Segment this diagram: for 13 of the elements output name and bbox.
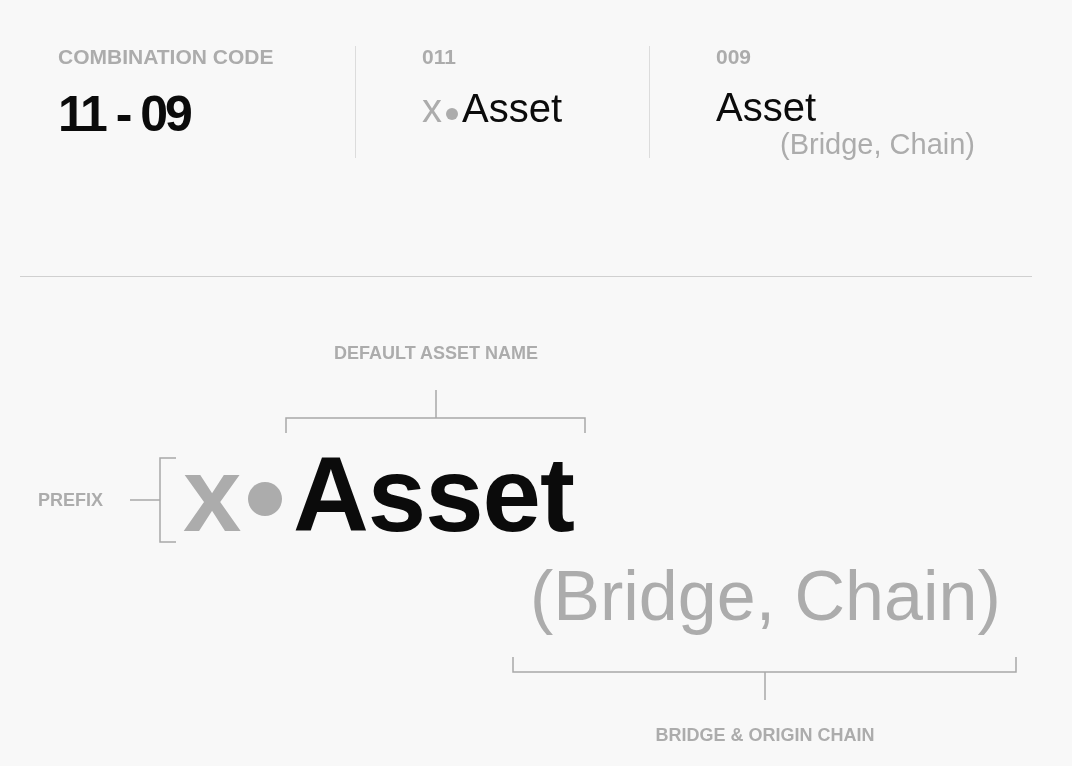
- column-heading: 011: [422, 46, 456, 67]
- annotation-label: DEFAULT ASSET NAME: [334, 344, 538, 362]
- column-heading: COMBINATION CODE: [58, 46, 274, 67]
- asset-name: Asset: [293, 442, 574, 547]
- prefix-letter: x: [183, 442, 242, 547]
- prefix-letter: x: [422, 88, 442, 128]
- asset-name: Asset: [716, 87, 817, 127]
- chain-suffix: (Bridge, Chain): [780, 130, 976, 159]
- annotation-label: PREFIX: [38, 491, 103, 509]
- combination-code: 11 - 09: [58, 89, 190, 139]
- column-heading: 009: [716, 46, 752, 67]
- annotation-label: BRIDGE & ORIGIN CHAIN: [655, 726, 875, 744]
- asset-name: Asset: [462, 88, 563, 128]
